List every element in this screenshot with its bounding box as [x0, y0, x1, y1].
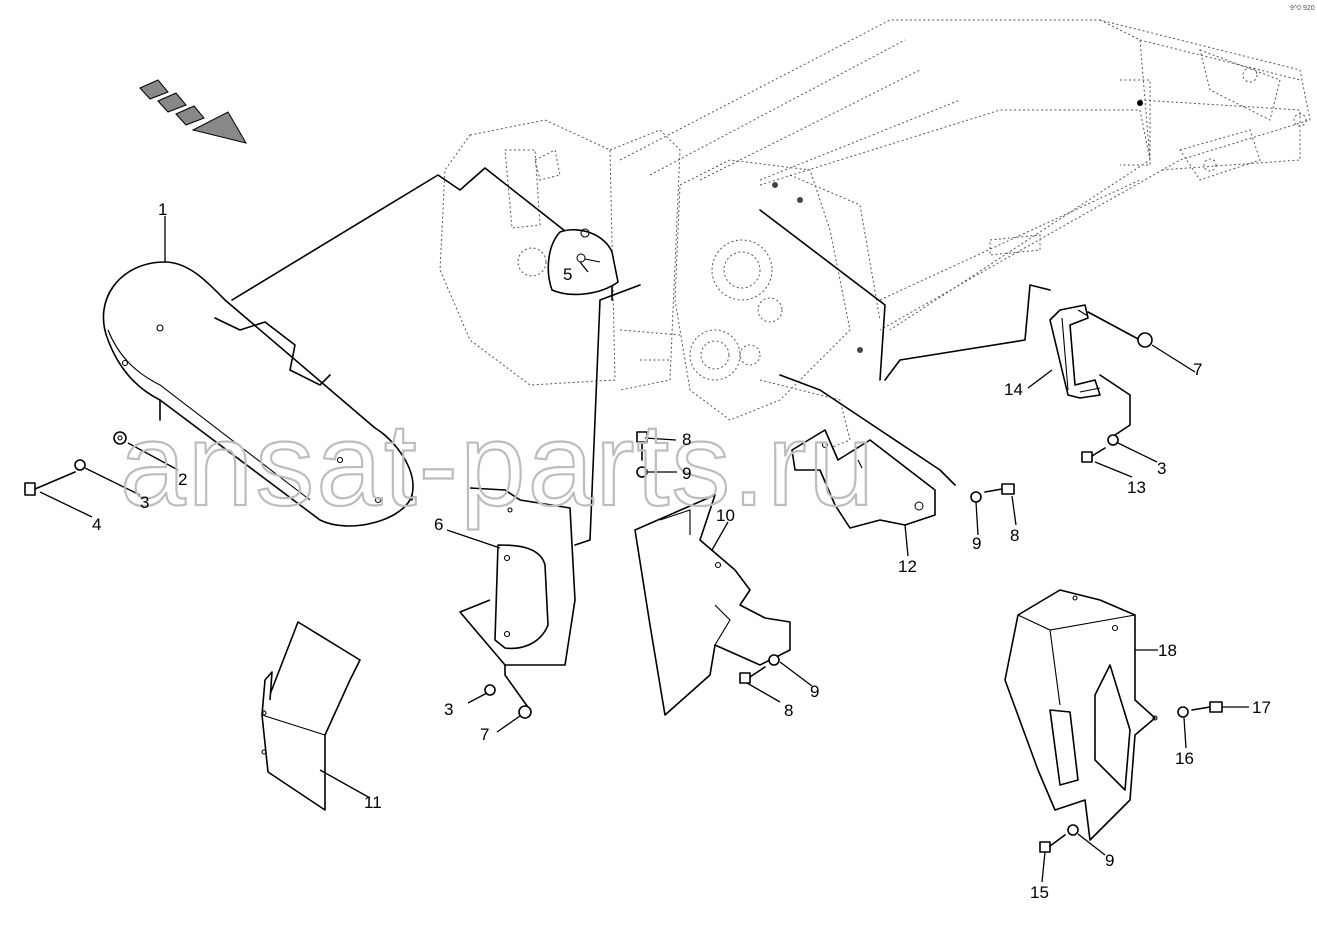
washer-icon [768, 654, 780, 666]
bolt-icon [24, 471, 76, 496]
callout-12: 12 [898, 557, 917, 576]
washer-icon [636, 466, 648, 478]
callout-14: 14 [1004, 380, 1023, 399]
callout-9: 9 [682, 464, 691, 483]
callout-4: 4 [92, 515, 101, 534]
callout-labels: 1 2 3 3 3 4 5 6 7 7 8 8 8 9 9 9 9 10 11 … [92, 200, 1271, 902]
callout-11: 11 [364, 793, 382, 812]
bolt-icon [739, 666, 766, 684]
washer-icon [970, 491, 982, 503]
bolt-icon [636, 431, 648, 461]
leader-lines [39, 216, 1249, 883]
shield-18 [1004, 589, 1158, 841]
shield-6 [459, 487, 576, 711]
drawing-code: 9^0 920 [1290, 5, 1315, 12]
belt-guard [102, 261, 414, 527]
nut-icon [518, 705, 532, 719]
washer-icon [1107, 434, 1119, 446]
callout-18: 18 [1158, 641, 1177, 660]
callout-3: 3 [444, 700, 453, 719]
callout-3: 3 [1157, 459, 1166, 478]
callout-10: 10 [716, 506, 735, 525]
leader-outline-1b [214, 317, 331, 386]
bolt-icon [1191, 701, 1223, 713]
callout-7: 7 [1193, 360, 1202, 379]
callout-8: 8 [682, 430, 691, 449]
frame-14 [1049, 304, 1141, 399]
callout-7: 7 [480, 725, 489, 744]
bolt-icon [1081, 447, 1106, 463]
shield-10 [634, 494, 791, 716]
bolt-icon [984, 483, 1015, 495]
cover-plate [547, 228, 619, 296]
washer-icon [1067, 824, 1079, 836]
callout-9: 9 [810, 682, 819, 701]
callout-9: 9 [972, 534, 981, 553]
washer-icon [1177, 706, 1189, 718]
callout-8: 8 [784, 701, 793, 720]
washer-icon [74, 459, 86, 471]
direction-arrow-icon [139, 79, 248, 144]
bolt-icon [1039, 834, 1066, 853]
callout-2: 2 [178, 470, 187, 489]
nut-icon [1137, 332, 1153, 348]
callout-8: 8 [1010, 526, 1019, 545]
machine-body [439, 19, 1311, 461]
callout-17: 17 [1252, 698, 1271, 717]
callout-5: 5 [563, 265, 572, 284]
washer-icon [113, 431, 127, 445]
plate-11 [261, 621, 361, 811]
washer-icon [484, 684, 496, 696]
watermark: ansat-parts.ru [120, 399, 876, 531]
callout-6: 6 [434, 515, 443, 534]
callout-1: 1 [158, 200, 167, 219]
callout-9: 9 [1105, 851, 1114, 870]
callout-3: 3 [140, 493, 149, 512]
callout-16: 16 [1175, 749, 1194, 768]
callout-15: 15 [1030, 883, 1049, 902]
callout-13: 13 [1127, 478, 1146, 497]
